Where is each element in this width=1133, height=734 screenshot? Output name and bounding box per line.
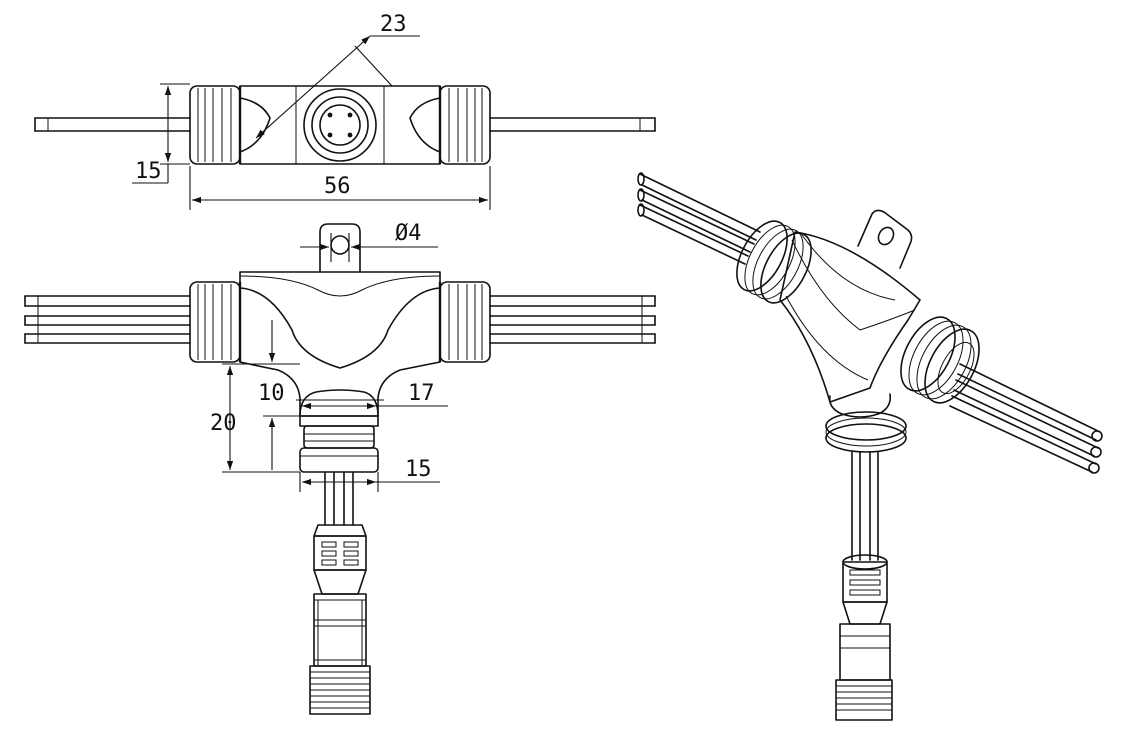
iso-lower-gland (900, 316, 980, 404)
iso-mounting-tab (857, 209, 913, 269)
top-right-gland (438, 85, 491, 165)
drop-collar (299, 415, 379, 473)
dim-17: 17 (302, 381, 448, 410)
iso-upper-gland (736, 220, 812, 304)
iso-drop-connector (835, 554, 893, 721)
dim-dia-4-label: Ø4 (395, 221, 422, 246)
dim-15-collar-label: 15 (405, 457, 432, 482)
iso-drop-wires (851, 451, 879, 561)
top-left-wire (34, 117, 191, 132)
dim-15-collar: 15 (299, 457, 440, 492)
dim-dia-4: Ø4 (300, 221, 438, 262)
front-left-gland (189, 281, 242, 363)
drop-wires (324, 471, 354, 526)
front-right-gland (438, 281, 491, 363)
dim-56-label: 56 (324, 174, 351, 199)
dim-10: 10 (258, 320, 300, 470)
dim-23-label: 23 (380, 12, 407, 37)
mounting-tab (319, 223, 361, 273)
top-right-wire (489, 117, 656, 132)
dim-15-top: 15 (132, 83, 190, 184)
dim-15-top-label: 15 (135, 159, 162, 184)
dim-20: 20 (210, 363, 300, 473)
dim-23: 23 (255, 12, 420, 139)
isometric-view (637, 172, 1103, 721)
top-view: 23 15 56 (34, 12, 656, 210)
iso-neck (825, 393, 907, 453)
iso-upper-wires (637, 172, 761, 265)
top-left-gland (189, 85, 242, 165)
dim-17-label: 17 (408, 381, 435, 406)
dim-10-label: 10 (258, 381, 285, 406)
front-right-wires (489, 295, 656, 344)
dim-56: 56 (189, 166, 491, 210)
drop-connector (309, 524, 371, 715)
iso-lower-wires (949, 363, 1103, 474)
iso-body (779, 231, 921, 403)
front-left-wires (24, 295, 191, 344)
front-view: Ø4 10 20 17 15 (24, 221, 656, 715)
dim-20-label: 20 (210, 411, 237, 436)
